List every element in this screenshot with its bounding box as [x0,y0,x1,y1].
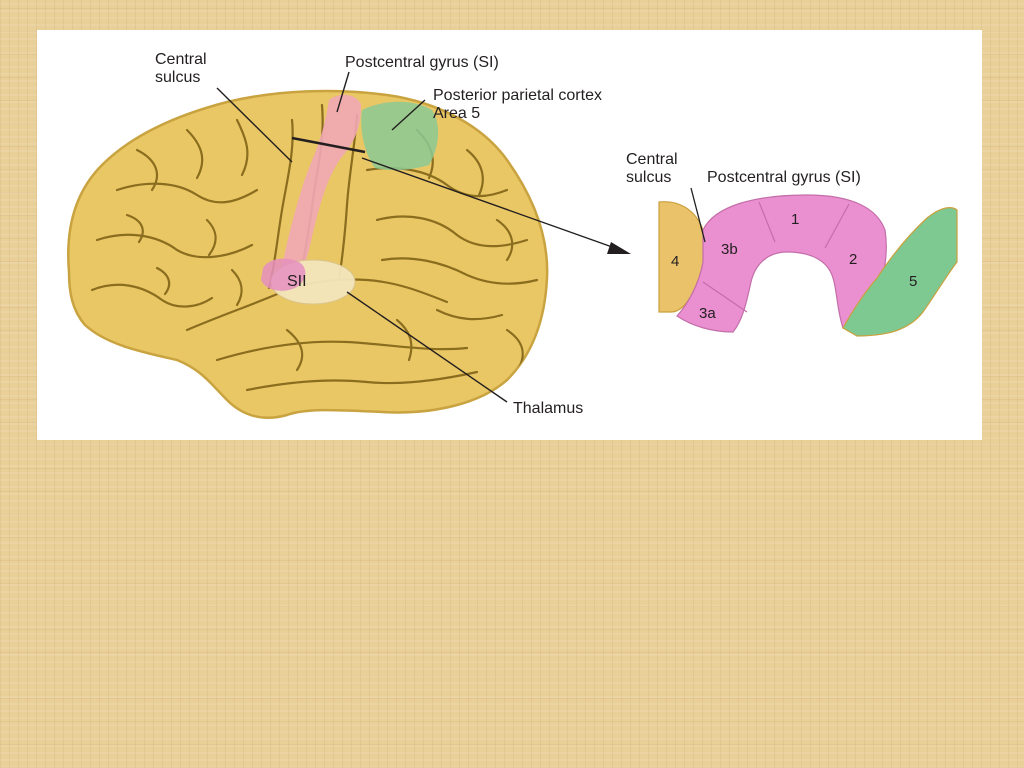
boundary-3a-3b [702,281,748,313]
area-label-3b: 3b [721,241,738,258]
sii-label: SII [287,273,307,290]
inset-postcentral-label: Postcentral gyrus (SI) [707,169,861,186]
arrowhead-icon [607,242,631,254]
boundary-1-2 [824,203,850,249]
area5-leader [391,99,426,131]
postcentral-leader [336,71,350,113]
postcentral-gyrus-label: Postcentral gyrus (SI) [345,54,499,71]
inset-postcentral-gyrus [676,194,887,333]
inset-central-sulcus-label-line2: sulcus [626,169,671,186]
area-label-2: 2 [849,251,857,268]
sii-region [261,258,306,291]
brain-lateral-view [67,89,549,419]
area-label-3a: 3a [699,305,716,322]
central-sulcus-label-line2: sulcus [155,69,200,86]
inset-labels: Central sulcus Postcentral gyrus (SI) 4 … [626,151,917,322]
boundary-3b-1 [758,201,776,243]
area5-label: Area 5 [433,105,480,122]
area-label-4: 4 [671,253,679,270]
section-line [291,136,366,154]
inset-cross-section: Central sulcus Postcentral gyrus (SI) 4 … [626,151,958,337]
figure-panel: Central sulcus Postcentral gyrus (SI) Po… [37,30,982,440]
brain-labels: Central sulcus Postcentral gyrus (SI) Po… [155,51,602,417]
area5-region [361,101,439,171]
leader-lines [216,71,631,403]
posterior-parietal-label: Posterior parietal cortex [433,87,602,104]
inset-central-sulcus-leader [690,187,706,243]
central-sulcus-label: Central [155,51,207,68]
thalamus-label: Thalamus [513,400,583,417]
inset-area-5 [842,207,958,337]
inset-central-sulcus-label: Central [626,151,678,168]
inset-arrow [361,157,616,249]
area-label-5: 5 [909,273,917,290]
central-sulcus-leader [216,87,293,163]
thalamus-leader [346,291,508,403]
si-region [281,94,362,288]
brain-sulci [90,103,539,392]
area-label-1: 1 [791,211,799,228]
somatosensory-cortex-diagram: Central sulcus Postcentral gyrus (SI) Po… [67,51,958,419]
